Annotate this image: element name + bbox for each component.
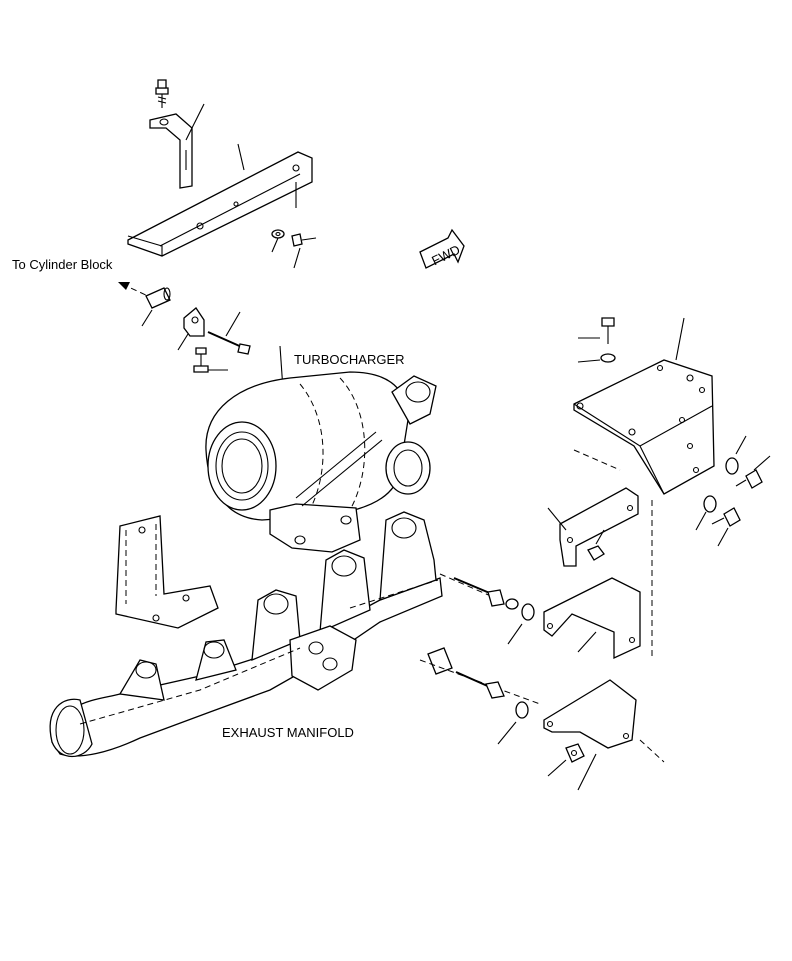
spacer-lower bbox=[427, 647, 453, 675]
shield-bolt bbox=[291, 233, 317, 247]
leader-line bbox=[271, 237, 279, 253]
washer-mid bbox=[521, 603, 535, 621]
leader-line bbox=[577, 359, 601, 363]
clamp-bracket bbox=[183, 307, 205, 337]
washer-lower bbox=[515, 701, 529, 719]
leader-line bbox=[141, 309, 153, 327]
leader-line bbox=[547, 759, 567, 777]
leader-line bbox=[695, 511, 707, 531]
nut-lower bbox=[565, 743, 585, 763]
turbo-support-plate bbox=[573, 359, 715, 495]
nut-small bbox=[587, 545, 605, 561]
centerline bbox=[573, 449, 621, 471]
washer bbox=[271, 229, 285, 239]
dowel-pin bbox=[145, 287, 171, 309]
stud-lower bbox=[419, 659, 541, 705]
washer-right-2 bbox=[703, 495, 717, 513]
leader-line bbox=[717, 527, 729, 547]
top-bolt bbox=[155, 79, 169, 108]
exhaust-manifold-label: EXHAUST MANIFOLD bbox=[222, 725, 354, 740]
leader-line bbox=[225, 311, 241, 337]
leader-line bbox=[237, 143, 245, 171]
to-cylinder-block-label: To Cylinder Block bbox=[12, 257, 113, 272]
leader-line bbox=[577, 753, 597, 791]
bolt-right-1 bbox=[735, 469, 763, 489]
heat-shield bbox=[127, 151, 313, 257]
turbocharger bbox=[205, 371, 437, 553]
small-l-bracket bbox=[149, 113, 193, 189]
centerline bbox=[639, 739, 665, 763]
u-bracket-lower bbox=[543, 679, 637, 749]
leader-line bbox=[185, 103, 205, 141]
leader-line bbox=[293, 247, 301, 269]
leader-line bbox=[735, 435, 747, 455]
long-bolt bbox=[207, 331, 251, 355]
turbocharger-label: TURBOCHARGER bbox=[294, 352, 405, 367]
leader-line bbox=[577, 631, 597, 653]
leader-line bbox=[507, 623, 523, 645]
leader-line bbox=[595, 529, 605, 545]
manifold-mount-bracket bbox=[115, 515, 219, 629]
cylinder-block-arrow-icon bbox=[118, 282, 149, 297]
u-bracket-upper bbox=[543, 577, 641, 660]
leader-line bbox=[497, 721, 517, 745]
bolt-washer-top-right bbox=[600, 317, 616, 363]
leader-line bbox=[753, 455, 771, 471]
leader-line bbox=[547, 507, 567, 531]
bolt-right-2 bbox=[711, 507, 741, 527]
small-support-bracket bbox=[559, 487, 639, 567]
fwd-arrow-icon: FWD bbox=[419, 228, 465, 269]
stud-upper bbox=[439, 573, 519, 610]
washer-right-1 bbox=[725, 457, 739, 475]
leader-line bbox=[675, 317, 685, 361]
short-bolt bbox=[193, 347, 209, 373]
exhaust-manifold bbox=[49, 511, 443, 758]
leader-line bbox=[177, 333, 189, 351]
